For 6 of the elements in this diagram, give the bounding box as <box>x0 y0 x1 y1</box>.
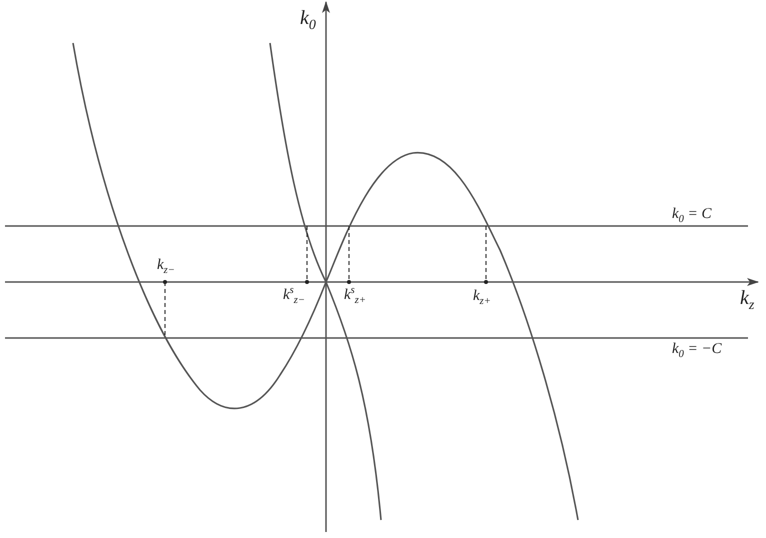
math-label: k$_{z−}$ <box>157 258 175 276</box>
math-label: k$_{0}$ = C <box>672 207 712 226</box>
math-label: k$_{0}$ = −C <box>672 342 722 360</box>
axis-label: k$_{z}$ <box>740 288 754 313</box>
axis-label: k$_{0}$ <box>300 8 316 33</box>
math-label: k$_{z+}$ <box>473 289 491 308</box>
